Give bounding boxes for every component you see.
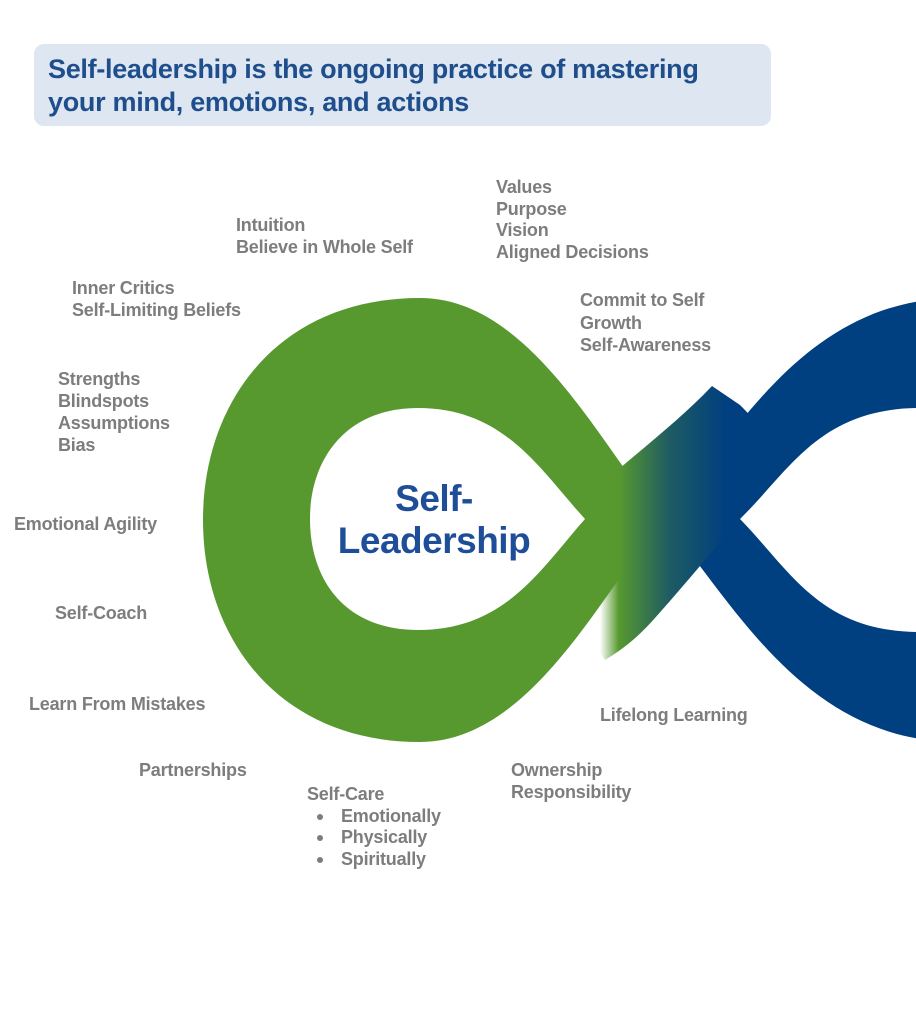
green-loop [203,298,663,742]
ownership-label-group: Ownership Responsibility [511,760,631,803]
values-label-group: Values Purpose Vision Aligned Decisions [496,177,649,263]
label-emotional-agility: Emotional Agility [14,514,157,534]
label-intuition: Intuition [236,215,306,235]
label-growth: Growth [580,312,642,333]
self-care-item: Physically [307,827,441,849]
label-responsibility: Responsibility [511,781,632,802]
label-purpose: Purpose [496,198,567,219]
center-label-line1: Self- [395,478,473,519]
self-care-label-group: Self-Care Emotionally Physically Spiritu… [307,784,441,870]
label-bias: Bias [58,435,96,455]
self-care-item: Spiritually [307,849,441,871]
label-self-limiting-beliefs: Self-Limiting Beliefs [72,299,241,320]
center-label-line2: Leadership [337,520,531,561]
blue-loop [663,301,916,739]
label-lifelong-learning: Lifelong Learning [600,705,748,725]
label-assumptions: Assumptions [58,413,170,433]
label-self-awareness: Self-Awareness [580,335,711,355]
label-vision: Vision [496,220,549,240]
definition-text: Self-leadership is the ongoing practice … [48,54,699,117]
label-ownership: Ownership [511,760,603,780]
intuition-label-group: Intuition Believe in Whole Self [236,215,413,258]
label-blindspots: Blindspots [58,391,149,411]
label-strengths: Strengths [58,369,141,389]
label-aligned-decisions: Aligned Decisions [496,241,649,262]
self-care-item: Emotionally [307,806,441,828]
definition-banner: Self-leadership is the ongoing practice … [34,44,771,126]
center-label: Self- Leadership [318,478,550,562]
label-partnerships: Partnerships [139,760,247,780]
label-self-care: Self-Care [307,784,385,804]
label-values: Values [496,177,552,197]
label-self-coach: Self-Coach [55,603,148,623]
label-inner-critics: Inner Critics [72,278,175,298]
commit-label-group: Commit to Self Growth Self-Awareness [580,289,711,357]
label-learn-from-mistakes: Learn From Mistakes [29,694,206,714]
inner-critics-label-group: Inner Critics Self-Limiting Beliefs [72,278,241,321]
strengths-label-group: Strengths Blindspots Assumptions Bias [58,368,170,456]
self-care-list: Emotionally Physically Spiritually [307,806,441,871]
crossing-band [598,386,790,660]
label-believe-in-whole-self: Believe in Whole Self [236,236,413,257]
label-commit-to-self: Commit to Self [580,290,705,310]
